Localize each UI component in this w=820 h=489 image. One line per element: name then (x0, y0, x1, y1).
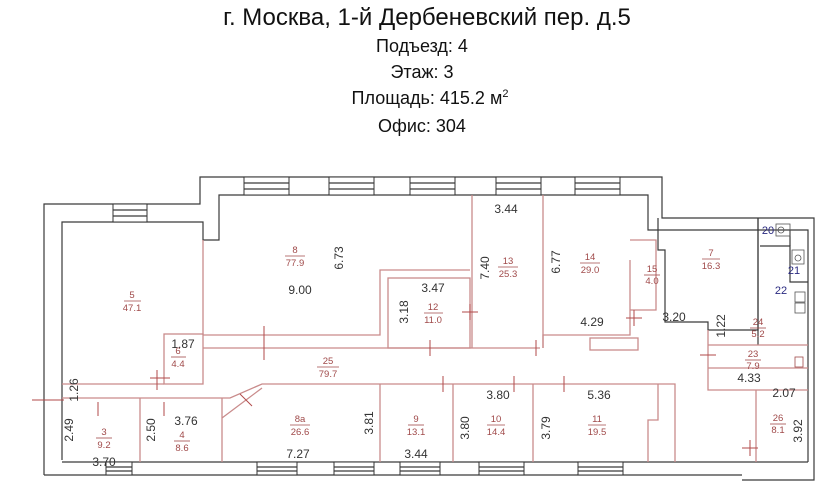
dimension: 6.73 (332, 246, 346, 270)
room-22-label: 22 (775, 285, 787, 297)
room-number: 3 (101, 427, 106, 438)
dimension: 3.92 (791, 419, 805, 443)
room-6-label: 6 4.4 (171, 346, 186, 370)
dimension: 2.07 (772, 386, 796, 400)
room-number: 26 (773, 413, 784, 424)
toilet-icons (775, 223, 806, 368)
room-area: 79.7 (319, 369, 338, 380)
room-number: 15 (647, 264, 658, 275)
dimension: 4.29 (580, 315, 604, 329)
outer-walls (43, 176, 815, 481)
area-value: Площадь: 415.2 м (351, 88, 503, 108)
windows-top (112, 176, 621, 223)
room-number: 11 (592, 414, 602, 425)
room-area: 11.0 (424, 315, 442, 326)
room-area: 14.4 (487, 427, 506, 438)
room-area: 8.6 (175, 443, 188, 454)
room-number: 9 (413, 414, 418, 425)
dimension: 3.44 (494, 202, 518, 216)
dimension: 1.87 (171, 337, 195, 351)
room-4-label: 4 8.6 (174, 430, 190, 454)
room-20-label: 20 (762, 225, 774, 237)
dimension: 7.27 (286, 447, 310, 461)
room-21-label: 21 (788, 265, 800, 277)
room-area: 4.4 (171, 359, 184, 370)
office-label: Офис: 304 (378, 116, 466, 136)
dimension: 3.47 (421, 281, 445, 295)
room-number: 13 (503, 256, 514, 267)
room-13-label: 13 25.3 (498, 256, 518, 280)
room-7-label: 7 16.3 (702, 248, 721, 272)
room-9-label: 9 13.1 (407, 414, 426, 438)
dimension: 1.22 (714, 314, 728, 338)
room-number: 12 (428, 302, 439, 313)
dimension: 3.80 (458, 416, 472, 440)
address-title: г. Москва, 1-й Дербеневский пер. д.5 (223, 4, 631, 31)
dimension: 3.81 (362, 411, 376, 435)
room-number: 24 (753, 317, 764, 328)
floor-label: Этаж: 3 (390, 62, 454, 82)
dimension: 5.36 (587, 388, 611, 402)
room-number: 8а (295, 414, 306, 425)
room-area: 8.1 (771, 425, 784, 436)
dimension: 7.40 (478, 256, 492, 280)
dimension: 3.76 (174, 414, 198, 428)
entrance-label: Подъезд: 4 (376, 36, 468, 56)
dimension: 3.79 (539, 416, 553, 440)
dimension: 2.50 (144, 418, 158, 442)
room-area: 13.1 (407, 427, 426, 438)
dimension: 3.44 (404, 447, 428, 461)
room-number: 7 (708, 248, 713, 259)
dimension: 3.70 (92, 455, 116, 469)
area-label: Площадь: 415.2 м2 (20, 88, 820, 109)
dimension: 3.20 (662, 310, 686, 324)
room-number: 23 (748, 349, 759, 360)
room-10-label: 10 14.4 (487, 414, 506, 438)
room-23-label: 23 7.9 (745, 349, 761, 372)
room-area: 19.5 (588, 427, 607, 438)
door-markers (32, 304, 758, 456)
room-5-label: 5 47.1 (123, 290, 142, 314)
room-3-label: 3 9.2 (96, 427, 112, 451)
room-area: 4.0 (645, 276, 658, 287)
room-14-label: 14 29.0 (580, 252, 600, 276)
room-number: 8 (292, 245, 297, 256)
dimension: 6.77 (549, 250, 563, 274)
room-24-label: 24 5.2 (750, 317, 766, 340)
room-25-label: 25 79.7 (317, 356, 339, 380)
room-8a-label: 8а 26.6 (290, 414, 310, 438)
room-area: 5.2 (751, 329, 764, 340)
room-11-label: 11 19.5 (588, 414, 607, 438)
room-area: 77.9 (286, 258, 305, 269)
room-area: 25.3 (499, 269, 518, 280)
room-number: 10 (491, 414, 502, 425)
room-12-label: 12 11.0 (424, 302, 443, 326)
room-number: 4 (179, 430, 184, 441)
room-15-label: 15 4.0 (644, 264, 660, 287)
windows-bottom (105, 461, 624, 476)
room-number: 25 (323, 356, 334, 367)
room-area: 16.3 (702, 261, 721, 272)
room-area: 29.0 (581, 265, 600, 276)
room-26-label: 26 8.1 (770, 413, 786, 436)
dimension: 1.26 (67, 378, 81, 402)
dimension: 9.00 (288, 283, 312, 297)
room-area: 26.6 (291, 427, 310, 438)
room-number: 5 (129, 290, 134, 301)
room-number: 6 (175, 346, 180, 357)
dimension: 3.80 (486, 388, 510, 402)
room-area: 9.2 (97, 440, 110, 451)
dimension: 4.33 (737, 371, 761, 385)
room-8-label: 8 77.9 (285, 245, 305, 269)
area-unit-superscript: 2 (502, 88, 509, 100)
room-area: 47.1 (123, 303, 142, 314)
room-area: 7.9 (746, 361, 759, 372)
dimension: 2.49 (62, 418, 76, 442)
room-number: 14 (585, 252, 596, 263)
dimension: 3.18 (397, 300, 411, 324)
dimension-labels: 9.00 6.73 3.47 3.18 3.44 7.40 4.29 6.77 … (62, 202, 805, 469)
